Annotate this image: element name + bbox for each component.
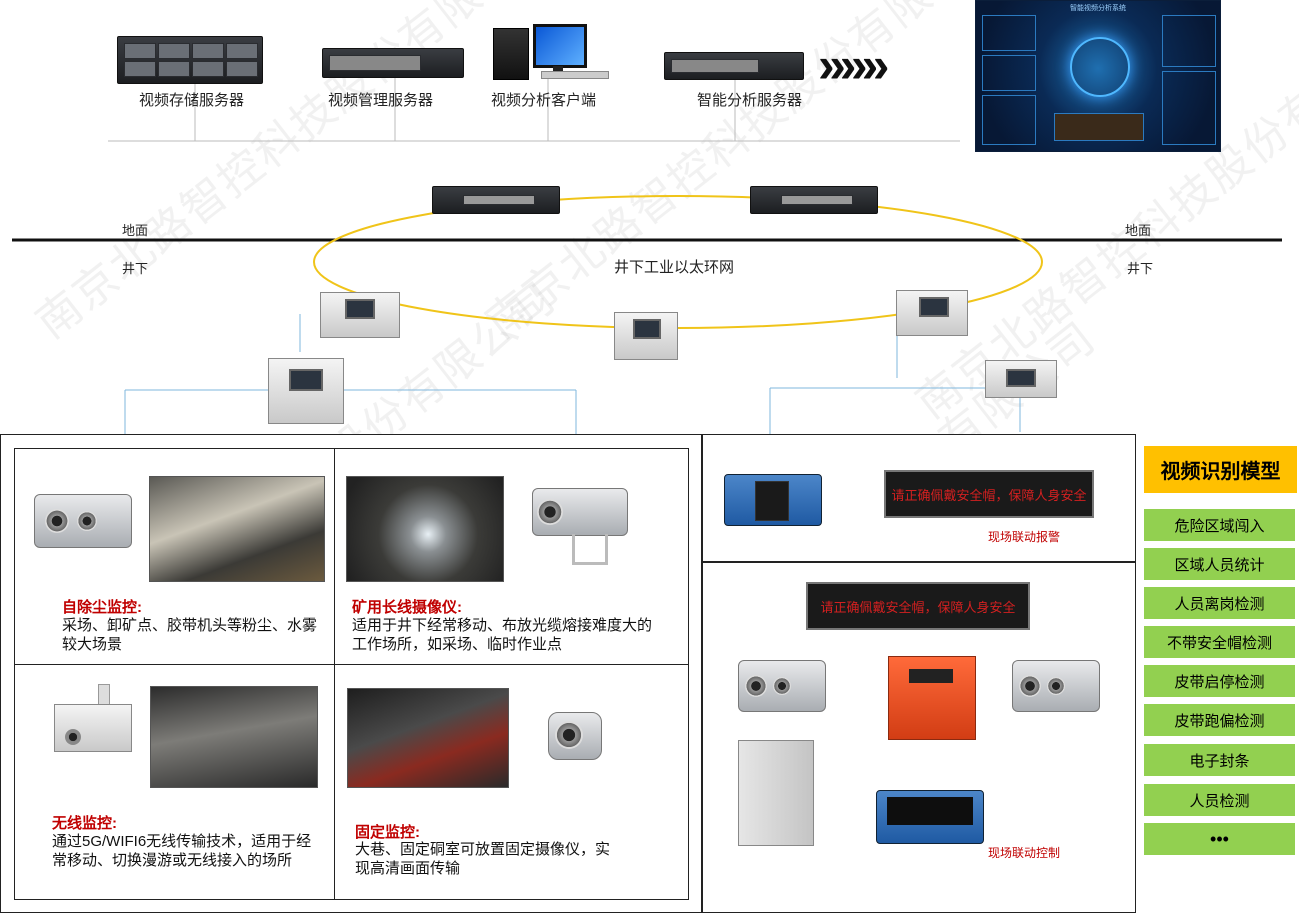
fixed-camera-icon: [548, 712, 602, 760]
analysis-client: [493, 22, 609, 80]
longline-title: 矿用长线摄像仪:: [352, 599, 462, 616]
network-switch: [432, 186, 560, 214]
underground-right-label: 井下: [1127, 261, 1154, 276]
fixed-desc: 大巷、固定硐室可放置固定摄像仪，实现高清画面传输: [355, 841, 611, 877]
underground-left-label: 井下: [122, 261, 149, 276]
alarm-led-display: 请正确佩戴安全帽，保障人身安全: [884, 470, 1094, 518]
mine-vehicle-photo: [150, 686, 318, 788]
tunnel-photo: [346, 476, 504, 582]
longline-camera-icon: [532, 488, 628, 536]
dust-title: 自除尘监控:: [62, 599, 142, 616]
management-server: [322, 48, 464, 78]
storage-server-label: 视频存储服务器: [139, 92, 245, 109]
ring-node-box: [614, 312, 678, 360]
storage-server: [117, 36, 263, 84]
electrical-cabinet: [738, 740, 814, 846]
ai-server-label: 智能分析服务器: [697, 92, 803, 109]
dust-desc: 采场、卸矿点、胶带机头等粉尘、水雾较大场景: [62, 617, 318, 653]
camera-mount: [572, 534, 608, 565]
access-node-box: [268, 358, 344, 424]
control-device: [876, 790, 984, 844]
model-item: 电子封条: [1144, 744, 1295, 776]
control-caption: 现场联动控制: [988, 846, 1061, 860]
dashboard-title: 智能视频分析系统: [1070, 5, 1126, 12]
explosion-proof-controller: [888, 656, 976, 740]
model-item: 人员检测: [1144, 784, 1295, 816]
conveyor-photo: [149, 476, 325, 582]
dust-camera-icon: [34, 494, 132, 548]
control-camera-right: [1012, 660, 1100, 712]
fixed-title: 固定监控:: [355, 824, 420, 841]
management-server-label: 视频管理服务器: [328, 92, 434, 109]
model-item: 人员离岗检测: [1144, 587, 1295, 619]
control-led-display: 请正确佩戴安全帽，保障人身安全: [806, 582, 1030, 630]
alarm-keypad-device: [724, 474, 822, 526]
ethernet-ring: [313, 195, 1043, 329]
ground-left-label: 地面: [122, 223, 149, 238]
model-item-more: •••: [1144, 823, 1295, 855]
ring-node-box: [896, 290, 968, 336]
ring-node-box: [320, 292, 400, 338]
ground-right-label: 地面: [1125, 223, 1152, 238]
model-item: 皮带跑偏检测: [1144, 704, 1295, 736]
analysis-dashboard: 智能视频分析系统: [975, 0, 1221, 152]
roadway-photo: [347, 688, 509, 788]
ai-server: [664, 52, 804, 80]
arrow-icon: »»»: [818, 37, 889, 93]
model-item: 区域人员统计: [1144, 548, 1295, 580]
model-item: 危险区域闯入: [1144, 509, 1295, 541]
wireless-desc: 通过5G/WIFI6无线传输技术，适用于经常移动、切换漫游或无线接入的场所: [52, 833, 312, 869]
longline-desc: 适用于井下经常移动、布放光缆熔接难度大的工作场所，如采场、临时作业点: [352, 617, 653, 653]
analysis-client-label: 视频分析客户端: [491, 92, 597, 109]
control-camera-left: [738, 660, 826, 712]
wireless-title: 无线监控:: [52, 815, 117, 832]
model-item: 不带安全帽检测: [1144, 626, 1295, 658]
models-title: 视频识别模型: [1144, 446, 1297, 493]
alarm-caption: 现场联动报警: [988, 530, 1061, 544]
ethernet-ring-label: 井下工业以太环网: [614, 259, 735, 276]
access-node-box: [985, 360, 1057, 398]
model-item: 皮带启停检测: [1144, 665, 1295, 697]
wireless-camera-icon: [54, 704, 132, 752]
network-switch: [750, 186, 878, 214]
